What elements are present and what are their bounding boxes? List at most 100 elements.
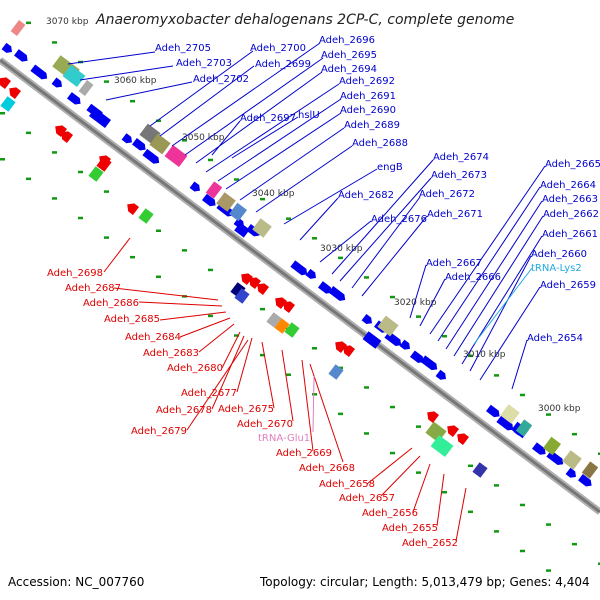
forward-gene-arrow bbox=[305, 268, 316, 279]
trna-label[interactable]: tRNA-Lys2 bbox=[531, 263, 582, 274]
gene-label[interactable]: Adeh_2685 bbox=[104, 314, 160, 325]
gene-label[interactable]: Adeh_2683 bbox=[143, 348, 199, 359]
gene-label[interactable]: Adeh_2672 bbox=[419, 189, 475, 200]
reverse-leader-lines bbox=[103, 237, 467, 542]
reverse-gene-block bbox=[274, 318, 290, 334]
gene-label[interactable]: Adeh_2664 bbox=[540, 180, 596, 191]
gene-label[interactable]: Adeh_2673 bbox=[431, 170, 487, 181]
gene-label[interactable]: Adeh_2666 bbox=[445, 272, 501, 283]
gene-label[interactable]: hslU bbox=[298, 110, 320, 121]
gene-label[interactable]: Adeh_2691 bbox=[340, 91, 396, 102]
gene-label[interactable]: Adeh_2658 bbox=[319, 479, 375, 490]
forward-gene-arrow bbox=[578, 474, 592, 487]
guide-dot bbox=[546, 569, 551, 572]
gene-label[interactable]: Adeh_2700 bbox=[250, 43, 306, 54]
genome-backbone bbox=[0, 57, 600, 515]
cog-block bbox=[581, 461, 599, 479]
gene-label[interactable]: Adeh_2696 bbox=[319, 35, 375, 46]
gene-label[interactable]: Adeh_2655 bbox=[382, 523, 438, 534]
gene-label[interactable]: Adeh_2671 bbox=[427, 209, 483, 220]
cog-block bbox=[205, 181, 223, 199]
reverse-gene-arrow bbox=[335, 341, 348, 354]
gene-label[interactable]: Adeh_2657 bbox=[339, 493, 395, 504]
reverse-gene-arrow bbox=[447, 425, 460, 438]
gene-label[interactable]: Adeh_2687 bbox=[65, 283, 121, 294]
gene-label[interactable]: Adeh_2656 bbox=[362, 508, 418, 519]
gene-label[interactable]: Adeh_2674 bbox=[433, 152, 489, 163]
reverse-gene-arrow bbox=[61, 131, 74, 144]
gene-label[interactable]: Adeh_2694 bbox=[321, 64, 377, 75]
forward-gene-block bbox=[234, 222, 250, 238]
gene-label[interactable]: Adeh_2675 bbox=[218, 404, 274, 415]
gene-label[interactable]: Adeh_2697 bbox=[240, 113, 296, 124]
trna-reverse-leader bbox=[312, 375, 315, 433]
forward-gene-arrow bbox=[486, 404, 500, 418]
cog-block bbox=[252, 218, 272, 238]
gene-label[interactable]: Adeh_2667 bbox=[426, 258, 482, 269]
gene-label[interactable]: Adeh_2670 bbox=[237, 419, 293, 430]
gene-label[interactable]: Adeh_2669 bbox=[276, 448, 332, 459]
gene-label[interactable]: Adeh_2688 bbox=[352, 138, 408, 149]
gene-label[interactable]: Adeh_2676 bbox=[371, 214, 427, 225]
gene-label[interactable]: Adeh_2660 bbox=[531, 249, 587, 260]
gene-label[interactable]: Adeh_2677 bbox=[181, 388, 237, 399]
gene-label[interactable]: Adeh_2665 bbox=[545, 159, 600, 170]
gene-label[interactable]: Adeh_2690 bbox=[340, 105, 396, 116]
gene-label[interactable]: Adeh_2686 bbox=[83, 298, 139, 309]
cog-block bbox=[78, 80, 94, 96]
guide-dot bbox=[390, 451, 395, 455]
guide-dot bbox=[598, 562, 600, 565]
reverse-gene-arrow bbox=[9, 87, 22, 100]
guide-dot bbox=[208, 314, 213, 318]
gene-label[interactable]: Adeh_2702 bbox=[193, 74, 249, 85]
reverse-gene-block bbox=[230, 282, 246, 298]
gene-label[interactable]: Adeh_2703 bbox=[176, 58, 232, 69]
gene-label[interactable]: Adeh_2682 bbox=[338, 190, 394, 201]
tick-label: 3010 kbp bbox=[463, 350, 506, 360]
tick-label: 3060 kbp bbox=[114, 76, 157, 86]
guide-dot bbox=[286, 217, 291, 220]
forward-gene-block bbox=[362, 331, 382, 349]
tick-label: 3020 kbp bbox=[394, 298, 437, 308]
gene-label[interactable]: Adeh_2695 bbox=[321, 50, 377, 61]
gene-label[interactable]: Adeh_2680 bbox=[167, 363, 223, 374]
cog-block bbox=[500, 404, 520, 424]
gene-label[interactable]: Adeh_2679 bbox=[131, 426, 187, 437]
guide-dot bbox=[260, 307, 265, 311]
guide-dot bbox=[416, 315, 421, 318]
gene-label[interactable]: Adeh_2663 bbox=[542, 194, 598, 205]
guide-dot bbox=[468, 464, 473, 468]
guide-dot bbox=[312, 393, 317, 396]
forward-gene-arrow bbox=[532, 442, 546, 455]
gene-label[interactable]: Adeh_2692 bbox=[339, 76, 395, 87]
tick-label: 3030 kbp bbox=[320, 244, 363, 254]
cog-block bbox=[515, 419, 533, 437]
gene-label[interactable]: Adeh_2684 bbox=[125, 332, 181, 343]
guide-dot bbox=[390, 295, 395, 299]
cog-block bbox=[562, 450, 582, 470]
guide-dot bbox=[468, 510, 473, 514]
gene-label[interactable]: Adeh_2699 bbox=[255, 59, 311, 70]
guide-dot bbox=[26, 21, 31, 25]
guide-dot bbox=[52, 151, 57, 154]
gene-label[interactable]: engB bbox=[377, 162, 403, 173]
gene-label[interactable]: Adeh_2654 bbox=[527, 333, 583, 344]
guide-dot bbox=[52, 41, 57, 44]
gene-label[interactable]: Adeh_2652 bbox=[402, 538, 458, 549]
gene-label[interactable]: Adeh_2698 bbox=[47, 268, 103, 279]
gene-label[interactable]: Adeh_2705 bbox=[155, 43, 211, 54]
tick-label: 3070 kbp bbox=[46, 17, 89, 27]
gene-label[interactable]: Adeh_2668 bbox=[299, 463, 355, 474]
cog-block bbox=[149, 133, 171, 155]
gene-label[interactable]: Adeh_2659 bbox=[540, 280, 596, 291]
gene-label[interactable]: Adeh_2689 bbox=[344, 120, 400, 131]
gene-label[interactable]: Adeh_2678 bbox=[156, 405, 212, 416]
reverse-gene-arrow bbox=[283, 301, 296, 314]
accession-text: Accession: NC_007760 bbox=[8, 575, 144, 589]
reverse-gene-arrow bbox=[427, 411, 440, 424]
trna-label[interactable]: tRNA-Glu1 bbox=[258, 433, 310, 444]
forward-gene-arrow bbox=[318, 281, 332, 294]
gene-label[interactable]: Adeh_2661 bbox=[542, 229, 598, 240]
gene-label[interactable]: Adeh_2662 bbox=[543, 209, 599, 220]
forward-gene-arrow bbox=[565, 467, 576, 478]
